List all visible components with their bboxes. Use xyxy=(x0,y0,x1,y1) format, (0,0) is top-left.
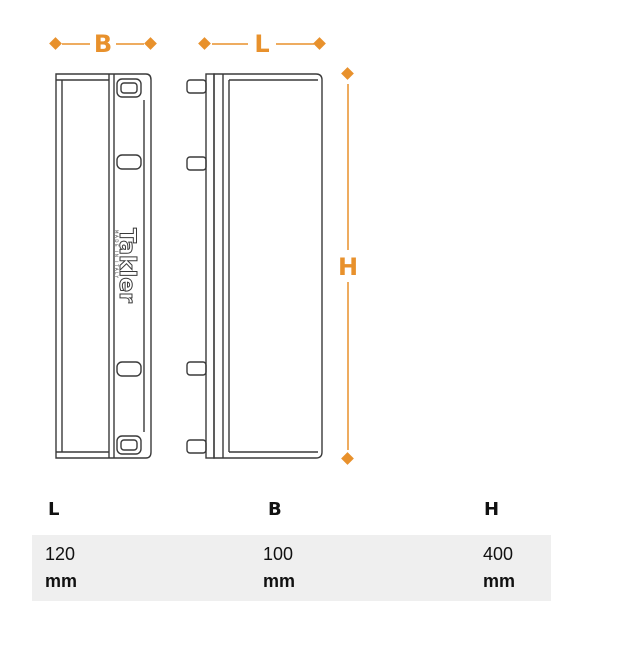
dimension-width-label: B xyxy=(94,30,112,58)
dimension-width: B xyxy=(49,30,157,58)
product-drawing: B L H Takler MADE IN ITALY xyxy=(49,30,358,465)
dimension-length-label: L xyxy=(254,30,269,58)
value-height: 400 xyxy=(483,544,514,564)
header-length: L xyxy=(48,499,60,520)
brand-logo: Takler MADE IN ITALY xyxy=(114,228,140,304)
unit-height: mm xyxy=(483,571,516,591)
specs-header-row: L B H xyxy=(32,487,551,535)
slot-icon xyxy=(116,154,142,170)
unit-width: mm xyxy=(263,571,296,591)
side-view xyxy=(186,73,323,459)
value-length: 120 xyxy=(45,544,76,564)
specs-value-row: 120 mm 100 mm 400 mm xyxy=(32,535,551,601)
header-width: B xyxy=(268,499,282,520)
peg-icon xyxy=(186,361,207,376)
peg-icon xyxy=(186,439,207,454)
cell-length: 120 mm xyxy=(32,535,244,601)
slot-icon xyxy=(116,435,142,455)
unit-length: mm xyxy=(45,571,78,591)
dimension-length: L xyxy=(198,30,326,58)
peg-icon xyxy=(186,79,207,94)
dimension-marker-icon xyxy=(313,37,326,50)
cell-width: 100 mm xyxy=(244,535,464,601)
header-height: H xyxy=(484,499,500,520)
specs-table: L B H 120 mm 100 mm 400 mm xyxy=(32,487,551,601)
slot-icon xyxy=(116,78,142,98)
dimension-marker-icon xyxy=(341,452,354,465)
brand-name: Takler xyxy=(114,228,139,303)
dimension-height-label: H xyxy=(338,253,358,281)
dimension-height: H xyxy=(338,67,358,465)
cell-height: 400 mm xyxy=(464,535,551,601)
dimension-marker-icon xyxy=(341,67,354,80)
dimension-marker-icon xyxy=(198,37,211,50)
value-width: 100 xyxy=(263,544,294,564)
slot-icon xyxy=(116,361,142,377)
dimension-marker-icon xyxy=(144,37,157,50)
peg-icon xyxy=(186,156,207,171)
brand-tagline: MADE IN ITALY xyxy=(114,230,119,280)
front-view xyxy=(55,73,152,459)
dimension-marker-icon xyxy=(49,37,62,50)
